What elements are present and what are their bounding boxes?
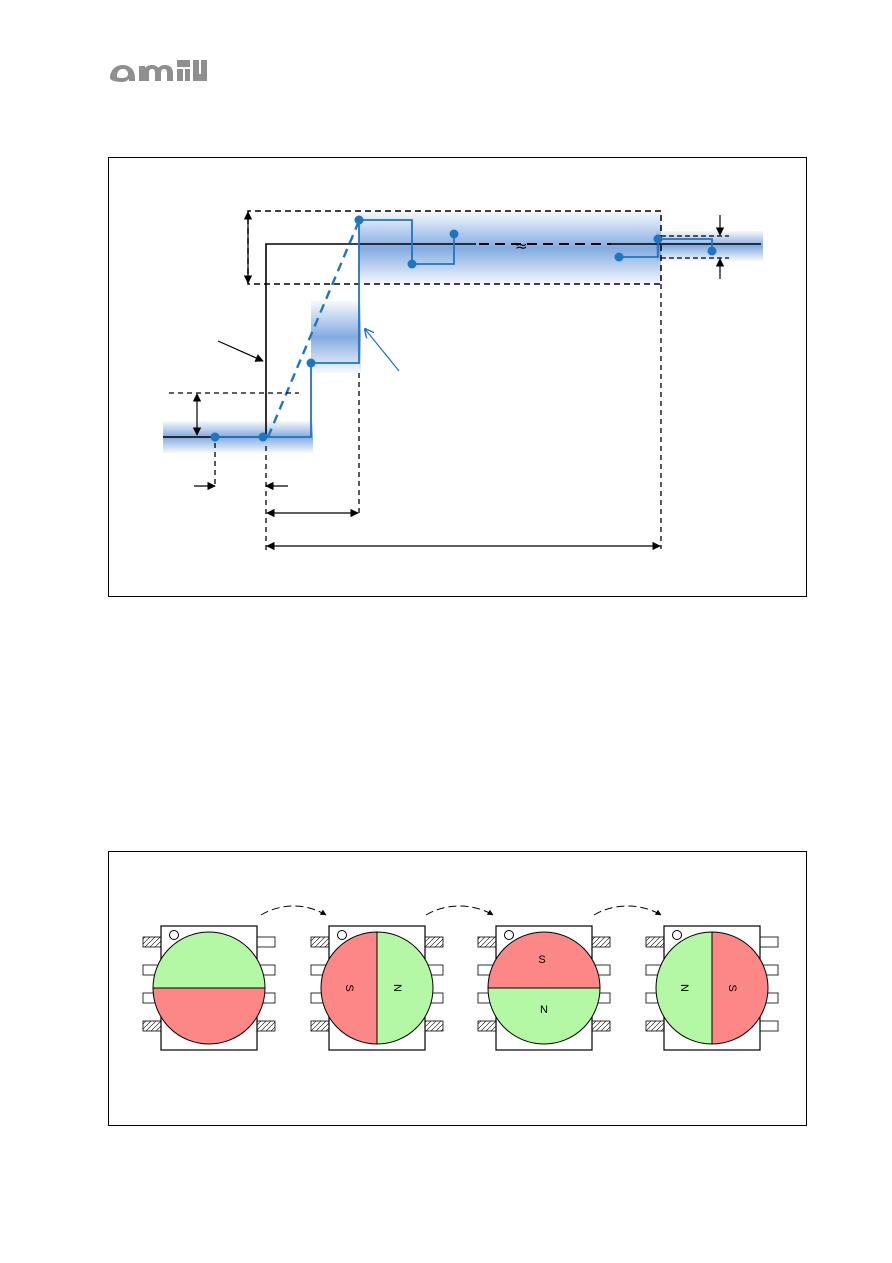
- pin-right: [591, 936, 611, 948]
- ams-logo: [110, 60, 207, 82]
- pole-label: N: [678, 984, 690, 992]
- pin-right: [424, 936, 444, 948]
- step-response-frame: ≈: [108, 157, 807, 597]
- noise-band-mid: [311, 301, 361, 373]
- ideal-step-pointer: [217, 340, 264, 362]
- magnet-half: [711, 931, 769, 1045]
- sample-points: [210, 215, 717, 442]
- pin-left: [142, 936, 162, 948]
- pole-label: S: [538, 954, 545, 966]
- pin-right: [256, 1020, 276, 1032]
- sample-point: [354, 215, 364, 225]
- pole-label: N: [540, 1004, 548, 1016]
- pin-left: [477, 936, 497, 948]
- pole-label: S: [726, 984, 738, 991]
- pin-left: [310, 936, 330, 948]
- pin-right: [759, 1020, 779, 1032]
- sample-point: [258, 432, 268, 442]
- pole-label: N: [391, 984, 403, 992]
- sample-point: [449, 229, 459, 239]
- magnet-half: [376, 931, 434, 1045]
- response-pointer: [365, 329, 400, 372]
- rotation-arrow: [593, 905, 662, 916]
- sample-point: [707, 246, 717, 256]
- pin-right: [256, 936, 276, 948]
- step-response-diagram: ≈: [163, 210, 763, 553]
- sample-point: [407, 259, 417, 269]
- pin1-marker: [337, 930, 347, 940]
- sample-point: [306, 358, 316, 368]
- pin1-marker: [672, 930, 682, 940]
- pin-right: [759, 936, 779, 948]
- magnet-half: [320, 931, 378, 1045]
- pin1-marker: [504, 930, 514, 940]
- rotation-arrow: [260, 905, 327, 916]
- pin-left: [142, 1020, 162, 1032]
- sample-point: [614, 252, 624, 262]
- pin-left: [310, 1020, 330, 1032]
- pole-label: S: [343, 984, 355, 991]
- magnet-half: [152, 931, 266, 989]
- magnet-half: [655, 931, 713, 1045]
- pin-right: [424, 1020, 444, 1032]
- magnet-half: [487, 931, 601, 989]
- pin-right: [591, 1020, 611, 1032]
- chip-chip-0deg: [142, 925, 276, 1051]
- pin-left: [477, 1020, 497, 1032]
- slew-line: [266, 220, 361, 438]
- break-mark: ≈: [515, 237, 528, 255]
- magnet-half: [487, 987, 601, 1045]
- pin-left: [645, 936, 665, 948]
- sample-point: [210, 432, 220, 442]
- pin-left: [645, 1020, 665, 1032]
- chip-chip-180deg: SN: [477, 925, 611, 1051]
- sample-point: [653, 234, 663, 244]
- magnet-half: [152, 987, 266, 1045]
- settling-envelope: [247, 210, 662, 285]
- rotation-arrow: [425, 905, 494, 916]
- noise-band-high: [359, 211, 661, 285]
- pin1-marker: [169, 930, 179, 940]
- final-noise-dash: [661, 235, 729, 259]
